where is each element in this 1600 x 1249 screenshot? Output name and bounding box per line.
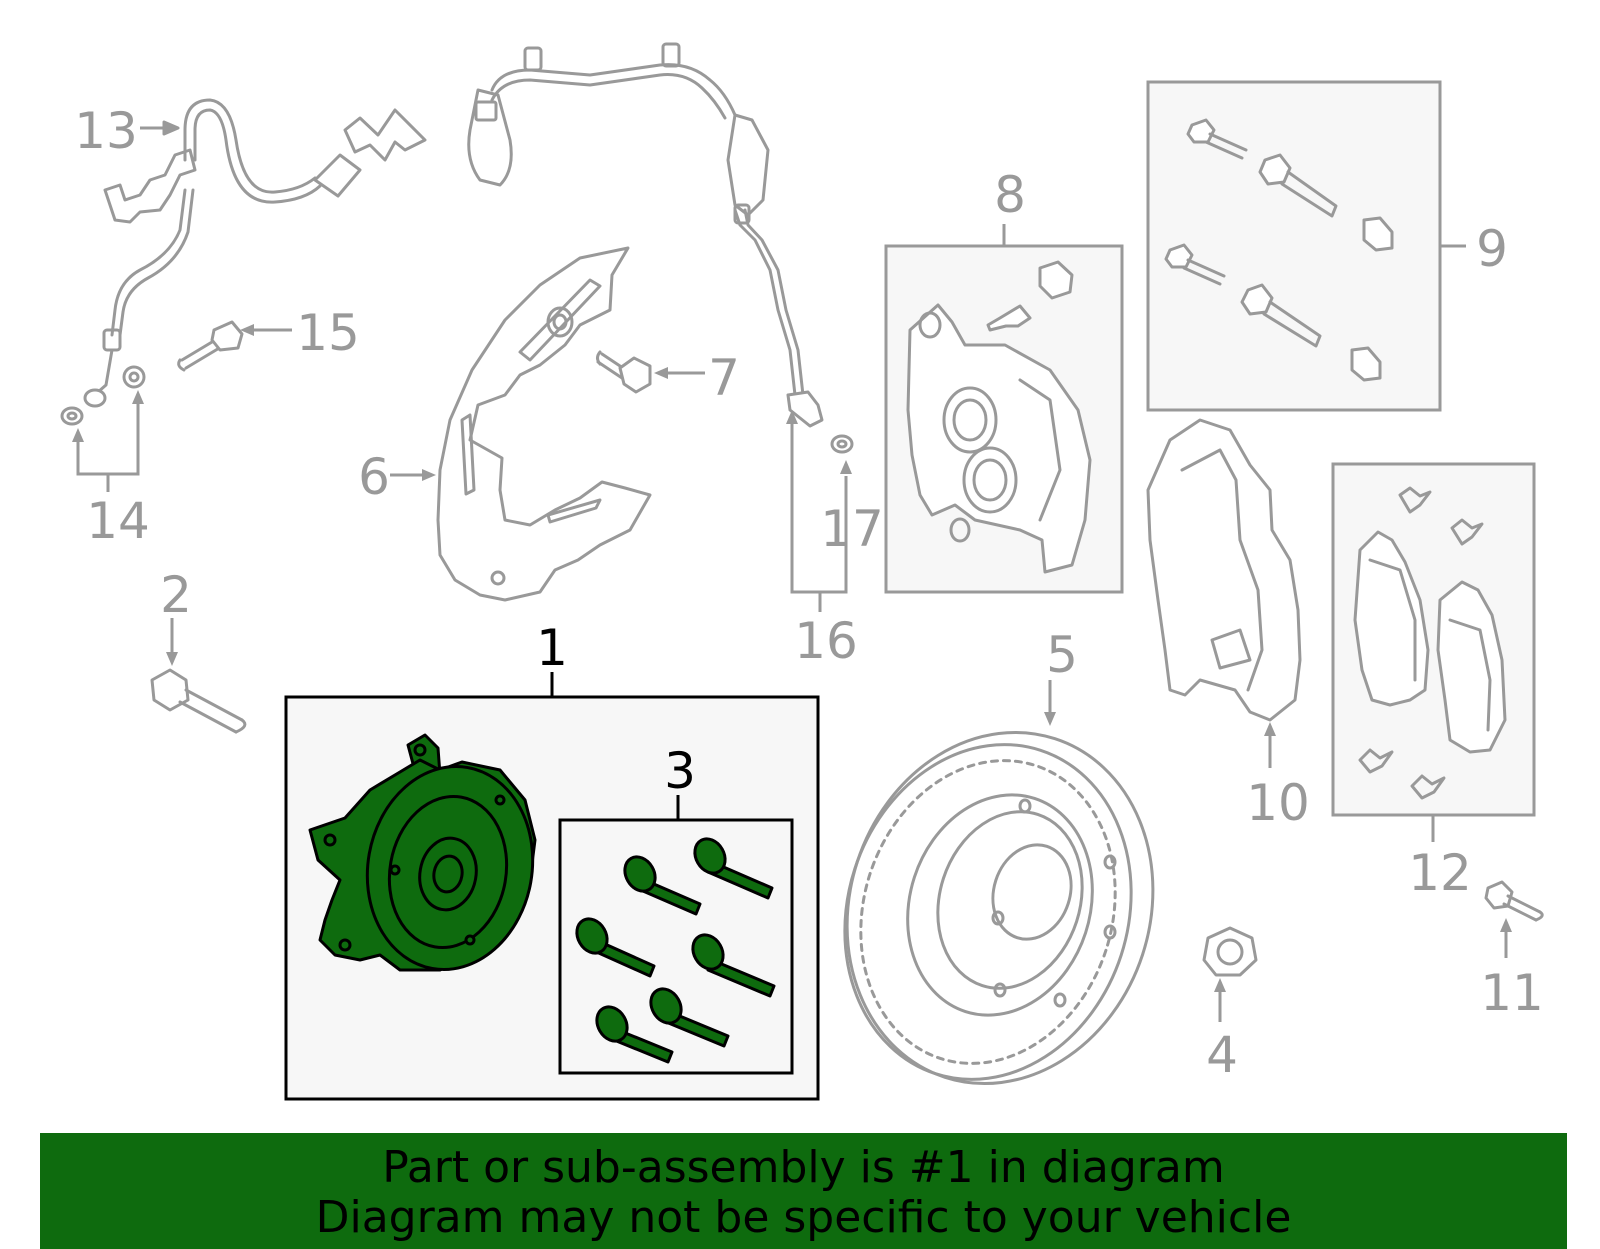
callout-6: 6 [358,448,390,506]
info-banner: Part or sub-assembly is #1 in diagram Di… [40,1133,1567,1249]
bolt-part-11 [1484,880,1544,922]
bolt-part-15 [177,320,244,372]
callout-13: 13 [74,102,138,160]
dust-shield [436,246,652,602]
callout-17: 17 [820,500,884,558]
wheel-stud-3 [575,917,656,978]
callout-4: 4 [1206,1026,1238,1084]
wheel-stud-5 [595,1005,674,1064]
bolt-part-2 [150,668,247,734]
wheel-stud-4 [691,933,776,998]
callout-15: 15 [296,304,360,362]
abs-sensor-center [467,42,854,454]
banner-line-2: Diagram may not be specific to your vehi… [315,1192,1292,1243]
hub-bearing-assembly [308,733,537,972]
callout-2: 2 [160,566,192,624]
callout-1: 1 [536,619,568,677]
callout-5: 5 [1046,626,1078,684]
callout-9: 9 [1476,220,1508,278]
callout-8: 8 [994,166,1026,224]
callout-7: 7 [708,349,740,407]
wheel-stud-2 [693,837,774,900]
wheel-stud-6 [649,987,730,1048]
callout-11: 11 [1480,964,1544,1022]
bolt-part-7 [596,350,652,394]
diagram-canvas: 1 2 3 4 5 6 7 8 9 10 11 12 13 14 15 16 1… [60,42,1544,1101]
brake-rotor [843,730,1155,1086]
callout-12: 12 [1408,844,1472,902]
callout-16: 16 [794,612,858,670]
abs-sensor-left [60,98,427,426]
brake-pads [1353,486,1507,800]
callout-labels: 1 2 3 4 5 6 7 8 9 10 11 12 13 14 15 16 1… [74,102,1544,1084]
caliper-bracket [1146,418,1302,722]
callout-3: 3 [664,742,696,800]
callout-14: 14 [86,492,150,550]
banner-line-1: Part or sub-assembly is #1 in diagram [382,1142,1225,1193]
brake-caliper [906,260,1092,574]
callout-10: 10 [1246,774,1310,832]
leader-lines [72,120,1512,1022]
lug-nut [1202,926,1258,977]
wheel-studs [575,837,776,1064]
caliper-bolts [1164,118,1394,382]
wheel-stud-1 [623,855,702,916]
